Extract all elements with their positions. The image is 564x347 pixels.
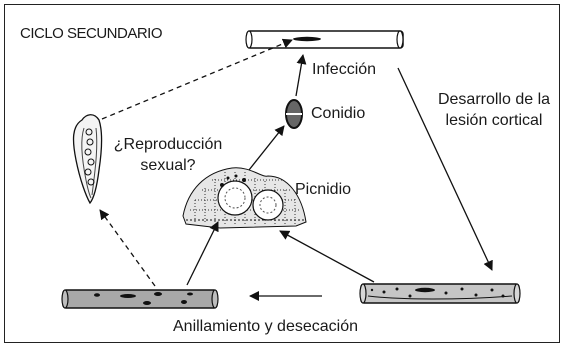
arrow-girdled-to-ascus-dashed bbox=[99, 209, 156, 287]
ascus-icon bbox=[72, 114, 103, 205]
label-desarrollo: Desarrollo de la lesión cortical bbox=[422, 91, 564, 130]
arrow-ascus-to-infection-dashed bbox=[101, 38, 293, 120]
label-picnidio: Picnidio bbox=[295, 181, 352, 198]
arrow-conidium-to-infection bbox=[295, 54, 307, 97]
infected-stem-top bbox=[245, 30, 404, 49]
label-conidio: Conidio bbox=[311, 105, 366, 122]
label-infeccion: Infección bbox=[312, 61, 377, 78]
label-anillamiento: Anillamiento y desecación bbox=[173, 318, 358, 335]
arrow-lesion-to-pycnidium bbox=[279, 230, 375, 283]
label-reproduccion-line2: sexual? bbox=[140, 157, 196, 174]
pycnidium-icon bbox=[182, 167, 307, 229]
diagram-frame bbox=[4, 4, 560, 343]
arrow-infection-to-lesion bbox=[397, 67, 493, 271]
girdled-stem bbox=[61, 289, 219, 309]
arrow-pycnidium-to-conidium bbox=[248, 125, 285, 171]
label-reproduccion-line1: ¿Reproducción bbox=[113, 136, 223, 153]
label-desarrollo-line2: lesión cortical bbox=[445, 112, 543, 129]
arrow-girdled-to-pycnidium bbox=[186, 221, 219, 286]
label-reproduccion: ¿Reproducción sexual? bbox=[105, 136, 231, 175]
conidium-icon bbox=[285, 99, 303, 129]
lesioned-stem bbox=[359, 283, 521, 304]
label-desarrollo-line1: Desarrollo de la bbox=[437, 91, 551, 108]
diagram-title: CICLO SECUNDARIO bbox=[20, 25, 163, 42]
